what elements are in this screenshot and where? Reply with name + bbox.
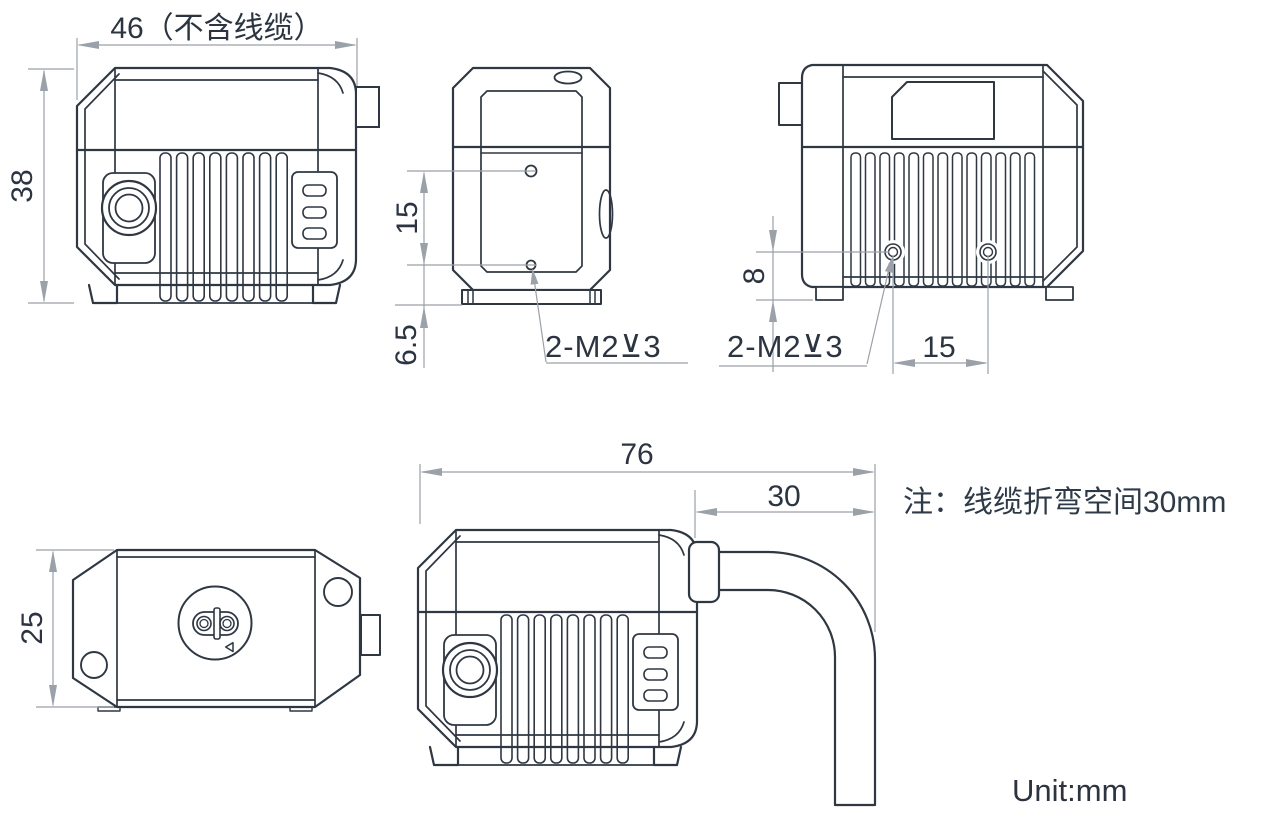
front-view <box>75 66 380 305</box>
cable-bend-note: 注：线缆折弯空间30mm <box>903 486 1226 519</box>
corner-hole-left <box>80 651 108 679</box>
cable <box>717 550 877 807</box>
top-dial <box>177 585 253 661</box>
side-view <box>451 66 614 305</box>
rear-window <box>891 81 995 140</box>
side-bump <box>598 189 614 239</box>
cable-view <box>416 528 877 807</box>
dimension-arrows <box>40 41 988 707</box>
corner-hole-right <box>323 577 353 607</box>
dim-overall-width: 76 <box>620 438 653 471</box>
dim-width-front: 46（不含线缆） <box>110 12 323 45</box>
dim-depth-top: 25 <box>16 611 49 644</box>
connector-tab <box>360 614 381 656</box>
connector-tab <box>355 86 380 128</box>
unit-label: Unit:mm <box>1012 773 1127 808</box>
thread-callout-side: 2-M2⊻3 <box>545 329 662 364</box>
dim-hole-spacing-rear: 15 <box>922 331 955 364</box>
dim-hole-offset-rear: 8 <box>738 268 771 285</box>
thread-callout-rear: 2-M2⊻3 <box>727 329 844 364</box>
connector-tab <box>778 82 804 126</box>
dim-hole-offset-side: 6.5 <box>390 324 423 366</box>
rear-view <box>778 63 1085 301</box>
top-view <box>71 548 381 712</box>
heat-sink-fins <box>850 152 1036 287</box>
orientation-triangle <box>224 641 234 653</box>
dim-cable-bend: 30 <box>767 480 800 513</box>
dim-hole-spacing-side: 15 <box>391 201 424 234</box>
top-hole <box>553 70 583 85</box>
cable-boot <box>687 540 721 604</box>
dim-height-front: 38 <box>6 169 39 202</box>
